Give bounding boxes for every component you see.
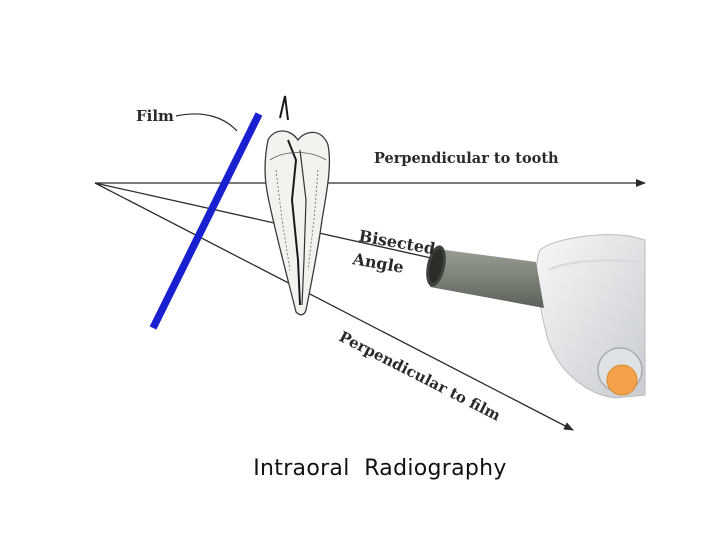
perpendicular-to-film-label: Perpendicular to film — [336, 328, 503, 425]
angle-label: Angle — [350, 249, 405, 277]
caption: Intraoral Radiography — [253, 456, 507, 481]
beam-lines — [94, 179, 646, 431]
perpendicular-to-film-line — [94, 182, 574, 431]
dial-icon — [597, 347, 643, 396]
perpendicular-to-tooth-label: Perpendicular to tooth — [374, 150, 559, 167]
bisected-angle-line — [94, 182, 441, 261]
film-label: Film — [136, 107, 174, 125]
film-bar — [149, 112, 263, 330]
film-leader-line — [175, 113, 238, 132]
tooth-illustration — [264, 95, 331, 316]
xray-tube-icon — [426, 234, 646, 399]
